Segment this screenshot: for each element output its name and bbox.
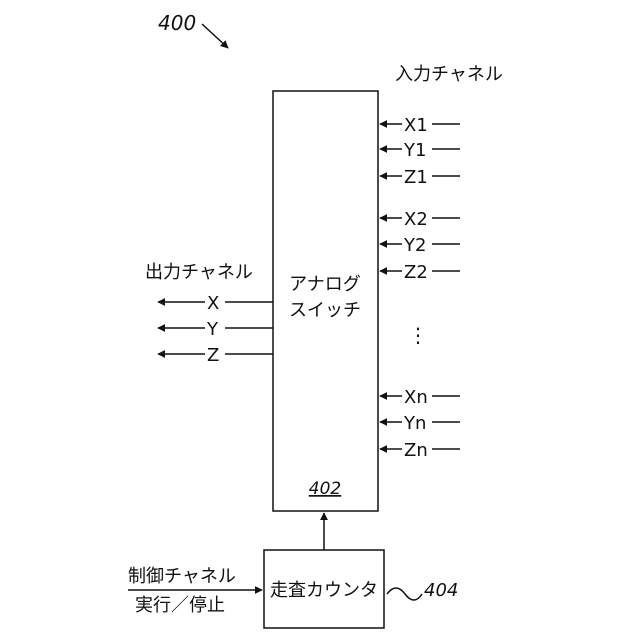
input-label-zn: Zn — [404, 440, 428, 461]
input-label-y1: Y1 — [403, 140, 426, 161]
analog-switch-ref: 402 — [309, 479, 341, 499]
figure-ref-label: 400 — [158, 11, 196, 35]
input-label-x1: X1 — [404, 115, 428, 136]
input-ellipsis: ⋮ — [408, 323, 428, 347]
input-label-yn: Yn — [403, 413, 426, 434]
output-label-x: X — [207, 293, 219, 314]
input-label-z2: Z2 — [404, 262, 428, 283]
run-stop-label: 実行／停止 — [135, 595, 225, 616]
analog-switch-label-line2: スイッチ — [289, 300, 361, 321]
output-label-z: Z — [207, 345, 219, 366]
counter-ref-leader — [387, 588, 422, 600]
output-channels-header: 出力チャネル — [145, 262, 253, 283]
figure-ref-arrow — [202, 24, 228, 48]
output-label-y: Y — [206, 319, 219, 340]
input-label-y2: Y2 — [403, 235, 426, 256]
input-label-z1: Z1 — [404, 167, 428, 188]
input-channels-header: 入力チャネル — [395, 64, 503, 85]
output-channels: XYZ — [158, 293, 273, 366]
scan-counter-ref: 404 — [424, 580, 458, 601]
scan-counter-label: 走査カウンタ — [270, 580, 378, 601]
control-channel-label: 制御チャネル — [128, 566, 236, 587]
input-channels: X1Y1Z1X2Y2Z2XnYnZn — [380, 115, 460, 461]
analog-switch-label-line1: アナログ — [289, 274, 361, 295]
input-label-x2: X2 — [404, 209, 428, 230]
input-label-xn: Xn — [404, 387, 428, 408]
